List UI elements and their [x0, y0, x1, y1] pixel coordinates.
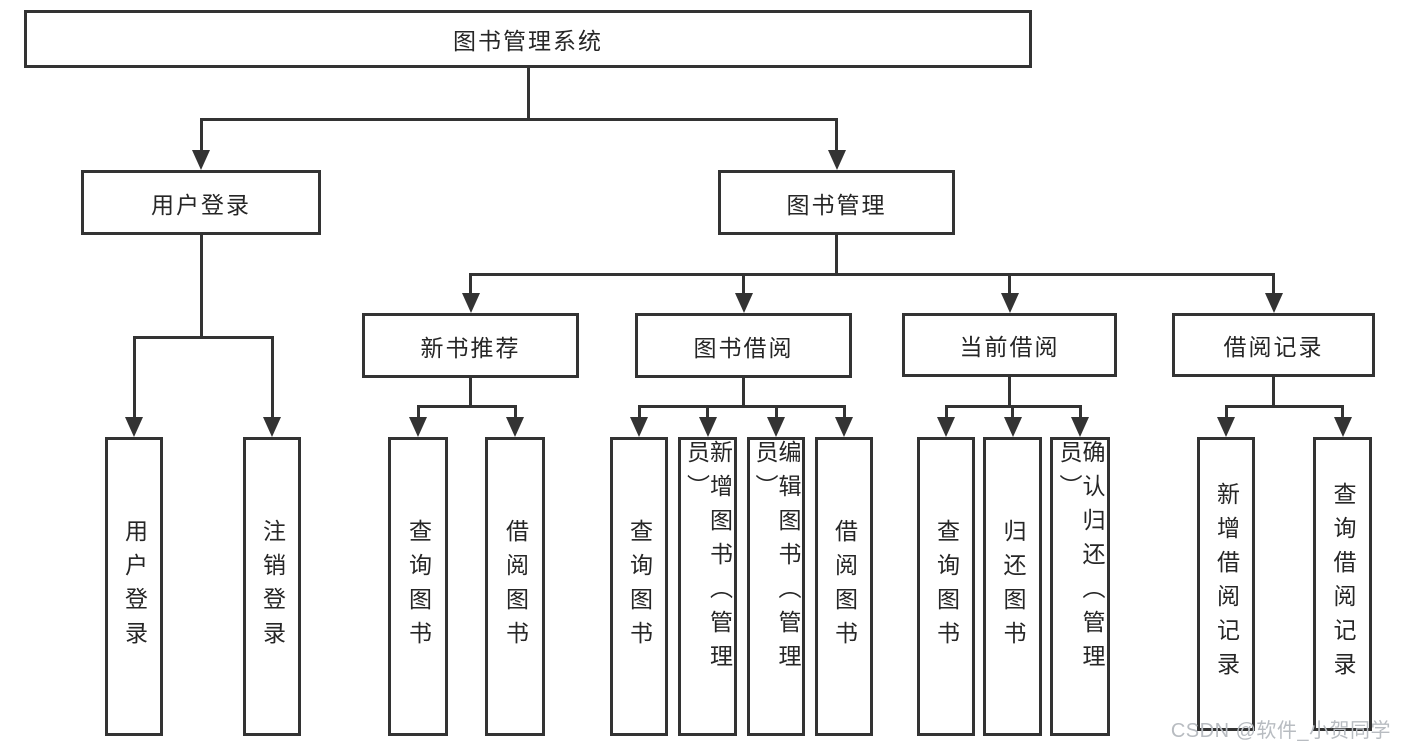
connector-bus [132, 335, 274, 339]
node-query-borrow-record: 查询借阅记录 [1313, 437, 1372, 731]
arrow-down-icon [1003, 417, 1022, 437]
node-label: 新增借阅记录 [1213, 482, 1240, 686]
node-label: 借阅图书 [502, 518, 529, 655]
csdn-watermark: CSDN @软件_小贺同学 [1170, 720, 1391, 742]
connector-stem [469, 378, 472, 408]
node-query-books-recommend: 查询图书 [388, 437, 448, 736]
connector-stem [526, 68, 530, 121]
connector-arrow-stem [270, 337, 274, 419]
node-label: 查询图书 [405, 518, 432, 655]
arrow-down-icon [1071, 417, 1089, 437]
connector-arrow-stem [774, 406, 778, 419]
arrow-down-icon [506, 417, 524, 437]
arrow-down-icon [630, 417, 648, 437]
connector-bus [469, 272, 1275, 276]
node-label: 查询借阅记录 [1330, 482, 1356, 686]
node-user-login-group: 用户登录 [81, 170, 321, 235]
node-borrowing-records: 借阅记录 [1172, 313, 1375, 377]
node-current-borrowing: 当前借阅 [902, 313, 1117, 377]
connector-arrow-stem [416, 406, 420, 419]
node-label: 查询图书 [626, 518, 653, 655]
connector-arrow-stem [944, 406, 948, 419]
connector-stem [1272, 377, 1275, 408]
connector-arrow-stem [1272, 274, 1275, 295]
connector-bus [199, 117, 838, 121]
arrow-down-icon [698, 417, 717, 437]
arrow-down-icon [767, 417, 785, 437]
node-label: 查询图书 [933, 518, 960, 655]
node-label: 图书管理系统 [453, 28, 603, 54]
connector-arrow-stem [842, 406, 846, 419]
arrow-down-icon [734, 293, 753, 313]
connector-stem [835, 235, 838, 276]
node-confirm-return-admin: 确认归还（管理员） [1050, 437, 1110, 736]
arrow-down-icon [1217, 417, 1235, 437]
arrow-down-icon [937, 417, 955, 437]
node-new-book-recommend: 新书推荐 [362, 313, 579, 378]
node-user-login: 用户登录 [105, 437, 163, 736]
connector-arrow-stem [1008, 274, 1011, 295]
node-root: 图书管理系统 [24, 10, 1032, 68]
node-label: 图书管理 [786, 191, 887, 218]
connector-arrow-stem [132, 337, 136, 419]
connector-stem [742, 378, 745, 408]
connector-arrow-stem [199, 119, 203, 152]
node-label: 图书借阅 [693, 334, 794, 361]
node-label: 归还图书 [1000, 518, 1026, 655]
connector-arrow-stem [513, 406, 517, 419]
arrow-down-icon [835, 417, 853, 437]
arrow-down-icon [409, 417, 427, 437]
node-edit-books-admin: 编辑图书（管理员） [747, 437, 805, 736]
connector-arrow-stem [706, 406, 709, 419]
node-book-borrowing: 图书借阅 [635, 313, 852, 378]
connector-arrow-stem [637, 406, 641, 419]
node-query-books-borrowing: 查询图书 [610, 437, 668, 736]
node-label: 借阅记录 [1223, 334, 1324, 360]
connector-stem [199, 235, 203, 339]
arrow-down-icon [263, 417, 281, 437]
node-label: 注销登录 [259, 518, 286, 655]
node-label: 编辑图书（管理员） [752, 440, 801, 678]
node-book-management: 图书管理 [718, 170, 955, 235]
node-add-borrow-record: 新增借阅记录 [1197, 437, 1255, 731]
arrow-down-icon [1333, 417, 1352, 437]
arrow-down-icon [461, 293, 480, 313]
arrow-down-icon [125, 417, 143, 437]
arrow-down-icon [1000, 293, 1019, 313]
connector-bus [637, 404, 846, 408]
connector-bus [416, 404, 517, 408]
node-logout: 注销登录 [243, 437, 301, 736]
connector-arrow-stem [742, 274, 745, 295]
node-borrow-books-recommend: 借阅图书 [485, 437, 545, 736]
connector-arrow-stem [1224, 406, 1228, 419]
connector-bus [1224, 404, 1344, 408]
node-query-books-current: 查询图书 [917, 437, 975, 736]
node-label: 用户登录 [151, 191, 251, 218]
connector-stem [1008, 377, 1011, 408]
node-label: 用户登录 [121, 518, 148, 655]
node-return-books: 归还图书 [983, 437, 1042, 736]
connector-arrow-stem [1011, 406, 1014, 419]
node-label: 确认归还（管理员） [1056, 440, 1105, 678]
arrow-down-icon [827, 150, 846, 170]
connector-arrow-stem [469, 274, 472, 295]
node-label: 当前借阅 [959, 334, 1060, 360]
node-borrow-books: 借阅图书 [815, 437, 873, 736]
node-label: 借阅图书 [831, 518, 858, 655]
node-label: 新书推荐 [420, 334, 521, 361]
connector-arrow-stem [1078, 406, 1082, 419]
node-label: 新增图书（管理员） [683, 440, 733, 678]
arrow-down-icon [192, 150, 210, 170]
connector-arrow-stem [835, 119, 838, 152]
arrow-down-icon [1264, 293, 1283, 313]
connector-arrow-stem [1341, 406, 1344, 419]
node-add-books-admin: 新增图书（管理员） [678, 437, 737, 736]
